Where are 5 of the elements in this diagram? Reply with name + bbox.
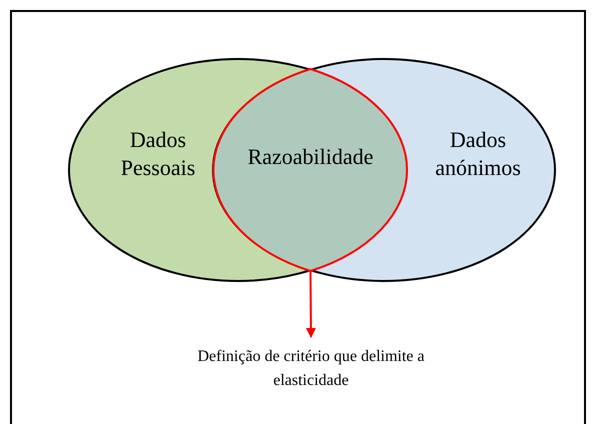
region-label: Dados Pessoais bbox=[120, 126, 196, 181]
arrow bbox=[306, 271, 316, 338]
note-text: Definição de critério que delimite a elasticidade bbox=[196, 347, 426, 391]
region-label: Razoabilidade bbox=[246, 143, 374, 170]
region-label: Dados anónimos bbox=[434, 126, 522, 181]
